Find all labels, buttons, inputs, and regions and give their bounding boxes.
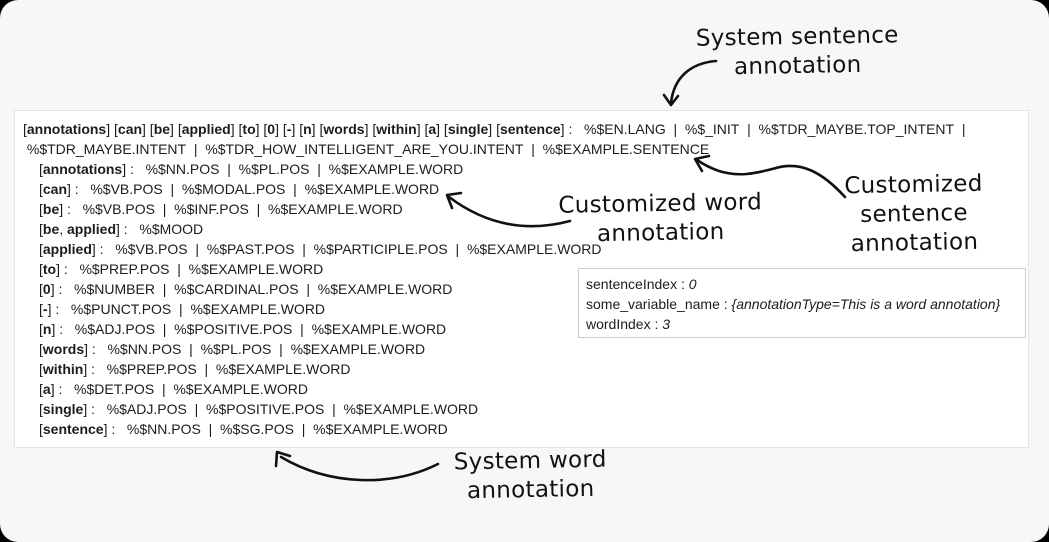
property-key: some_variable_name <box>586 296 720 312</box>
label-line: annotation <box>733 51 862 81</box>
word-annotation-line: [can] : %$VB.POS | %$MODAL.POS | %$EXAMP… <box>39 181 440 197</box>
label-customized-word-annotation: Customized word annotation <box>548 188 774 250</box>
label-line: annotation <box>466 475 595 505</box>
property-value: 0 <box>688 276 697 292</box>
label-system-word-annotation: System word annotation <box>443 445 619 506</box>
system-word-arrow <box>274 450 440 482</box>
label-line: Customized <box>844 170 983 200</box>
label-system-sentence-annotation: System sentence annotation <box>685 21 911 83</box>
property-key: wordIndex <box>586 316 651 332</box>
word-annotation-line: [n] : %$ADJ.POS | %$POSITIVE.POS | %$EXA… <box>39 321 447 337</box>
label-line: annotation <box>596 218 725 248</box>
property-key: sentenceIndex <box>586 276 678 292</box>
property-row: wordIndex : 3 <box>586 316 671 332</box>
label-line: System sentence <box>695 22 899 52</box>
label-line: System word <box>453 446 607 476</box>
word-annotation-line: [single] : %$ADJ.POS | %$POSITIVE.POS | … <box>39 401 479 417</box>
word-annotation-line: [applied] : %$VB.POS | %$PAST.POS | %$PA… <box>39 241 602 257</box>
word-annotation-line: [be, applied] : %$MOOD <box>39 221 204 237</box>
word-annotation-line: [be] : %$VB.POS | %$INF.POS | %$EXAMPLE.… <box>39 201 403 217</box>
property-row: sentenceIndex : 0 <box>586 276 697 292</box>
word-annotation-line: [to] : %$PREP.POS | %$EXAMPLE.WORD <box>39 261 324 277</box>
property-value: {annotationType=This is a word annotatio… <box>731 296 1001 312</box>
word-annotation-line: [words] : %$NN.POS | %$PL.POS | %$EXAMPL… <box>39 341 426 357</box>
sentence-annotation-line: [annotations] [can] [be] [applied] [to] … <box>23 121 966 157</box>
word-annotation-line: [sentence] : %$NN.POS | %$SG.POS | %$EXA… <box>39 421 448 437</box>
property-value: 3 <box>662 316 671 332</box>
word-annotation-line: [0] : %$NUMBER | %$CARDINAL.POS | %$EXAM… <box>39 281 453 297</box>
word-annotation-line: [annotations] : %$NN.POS | %$PL.POS | %$… <box>39 161 464 177</box>
label-line: sentence <box>859 200 969 228</box>
annotation-properties-box: sentenceIndex : 0 some_variable_name : {a… <box>578 268 1026 338</box>
word-annotation-line: [within] : %$PREP.POS | %$EXAMPLE.WORD <box>39 361 351 377</box>
label-customized-sentence-annotation: Customized sentence annotation <box>835 170 992 260</box>
label-line: Customized word <box>558 189 763 219</box>
word-annotation-lines: [annotations] : %$NN.POS | %$PL.POS | %$… <box>23 159 1020 439</box>
word-annotation-line: [a] : %$DET.POS | %$EXAMPLE.WORD <box>39 381 308 397</box>
property-row: some_variable_name : {annotationType=Thi… <box>586 296 1001 312</box>
label-line: annotation <box>850 228 979 258</box>
word-annotation-line: [-] : %$PUNCT.POS | %$EXAMPLE.WORD <box>39 301 326 317</box>
